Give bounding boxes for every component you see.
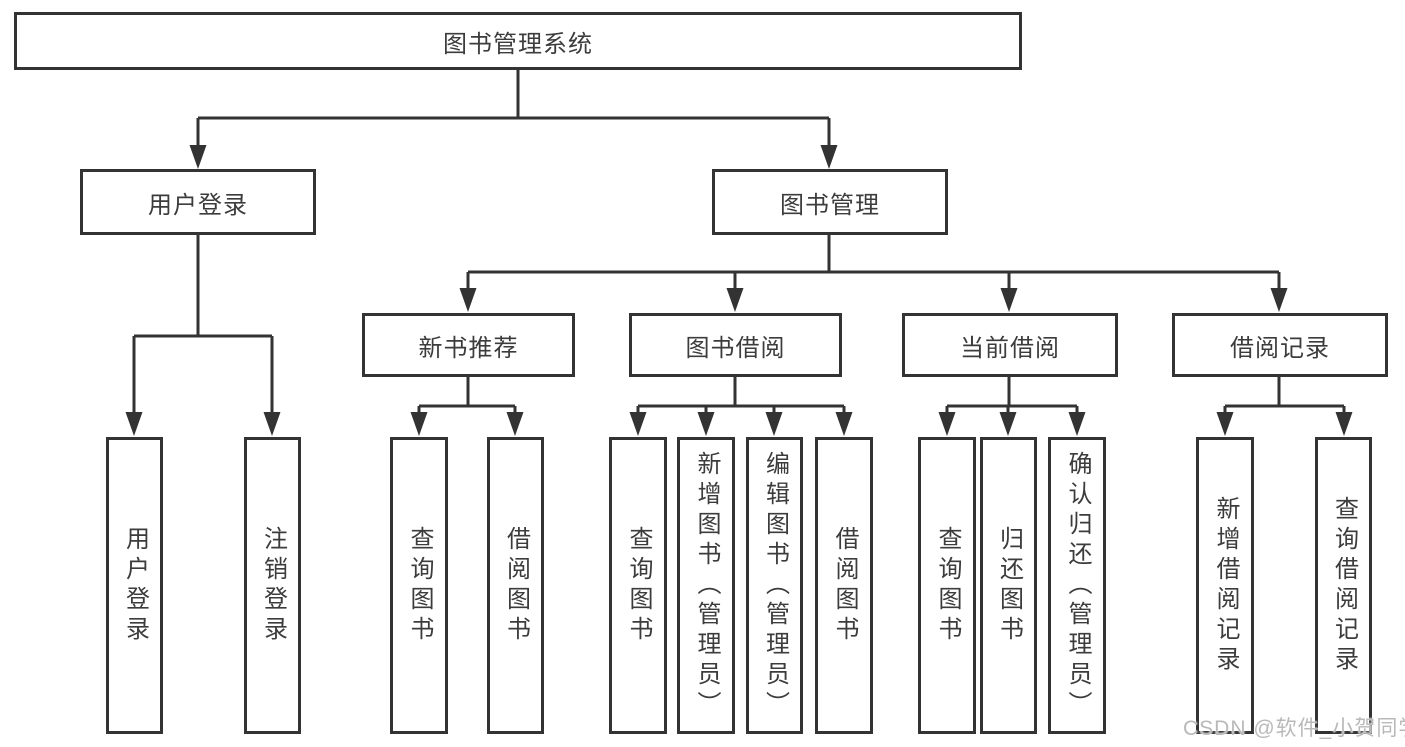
node-label: 新增图书（管理员） [693, 450, 720, 721]
node-label: 借阅记录 [1230, 334, 1330, 362]
node-label: 借阅图书 [831, 525, 858, 646]
arrowhead [1000, 288, 1018, 312]
node-label: 用户登录 [148, 191, 248, 219]
arrowhead [697, 412, 715, 436]
arrowhead [629, 412, 647, 436]
leaf-query-books-3: 查询图书 [918, 437, 976, 734]
node-label: 查询图书 [934, 525, 961, 646]
leaf-return-book: 归还图书 [980, 437, 1037, 734]
arrowhead [999, 412, 1017, 436]
node-book-management: 图书管理 [712, 169, 948, 235]
node-library-system: 图书管理系统 [14, 12, 1022, 70]
leaf-add-borrow-record: 新增借阅记录 [1196, 437, 1254, 734]
leaf-query-borrow-record: 查询借阅记录 [1315, 437, 1372, 734]
node-borrowing-records: 借阅记录 [1172, 313, 1388, 377]
node-current-borrowing: 当前借阅 [902, 313, 1118, 377]
arrowhead [263, 412, 281, 436]
leaf-query-books-1: 查询图书 [390, 437, 448, 734]
node-label: 新增借阅记录 [1212, 495, 1239, 676]
leaf-edit-book-admin: 编辑图书（管理员） [746, 437, 803, 734]
arrowhead [765, 412, 783, 436]
arrowhead [1068, 412, 1086, 436]
arrowhead [189, 145, 207, 169]
arrowhead [1335, 412, 1353, 436]
node-label: 借阅图书 [502, 525, 530, 646]
leaf-logout: 注销登录 [244, 437, 301, 734]
arrowhead [820, 145, 838, 169]
node-label: 新书推荐 [418, 334, 519, 362]
node-label: 图书管理系统 [443, 30, 593, 58]
csdn-watermark: CSDN @软件_小贺同学 [1183, 717, 1405, 740]
arrowhead [410, 412, 428, 436]
arrowhead [938, 412, 956, 436]
node-label: 图书管理 [780, 191, 880, 219]
node-label: 编辑图书（管理员） [761, 450, 789, 721]
node-label: 图书借阅 [685, 334, 786, 362]
leaf-borrow-books-2: 借阅图书 [815, 437, 873, 734]
leaf-query-books-2: 查询图书 [609, 437, 667, 734]
node-label: 确认归还（管理员） [1064, 450, 1091, 721]
leaf-borrow-books-1: 借阅图书 [487, 437, 544, 734]
leaf-user-login: 用户登录 [106, 437, 163, 734]
leaf-add-book-admin: 新增图书（管理员） [677, 437, 735, 734]
arrowheads [125, 145, 1353, 436]
arrowhead [506, 412, 524, 436]
node-label: 当前借阅 [960, 334, 1060, 362]
node-label: 查询图书 [406, 525, 433, 646]
arrowhead [726, 288, 744, 312]
node-new-book-recommend: 新书推荐 [362, 313, 575, 377]
node-label: 查询图书 [625, 525, 652, 646]
leaf-confirm-return-admin: 确认归还（管理员） [1048, 437, 1106, 734]
node-user-login: 用户登录 [80, 169, 316, 235]
node-label: 查询借阅记录 [1330, 495, 1358, 676]
arrowhead [1270, 288, 1288, 312]
arrowhead [459, 288, 477, 312]
tree-edges [132, 70, 1346, 413]
node-label: 用户登录 [121, 525, 149, 646]
arrowhead [125, 412, 143, 436]
node-book-borrowing: 图书借阅 [629, 313, 842, 377]
node-label: 归还图书 [995, 525, 1023, 646]
arrowhead [835, 412, 853, 436]
node-label: 注销登录 [259, 525, 287, 646]
arrowhead [1216, 412, 1234, 436]
